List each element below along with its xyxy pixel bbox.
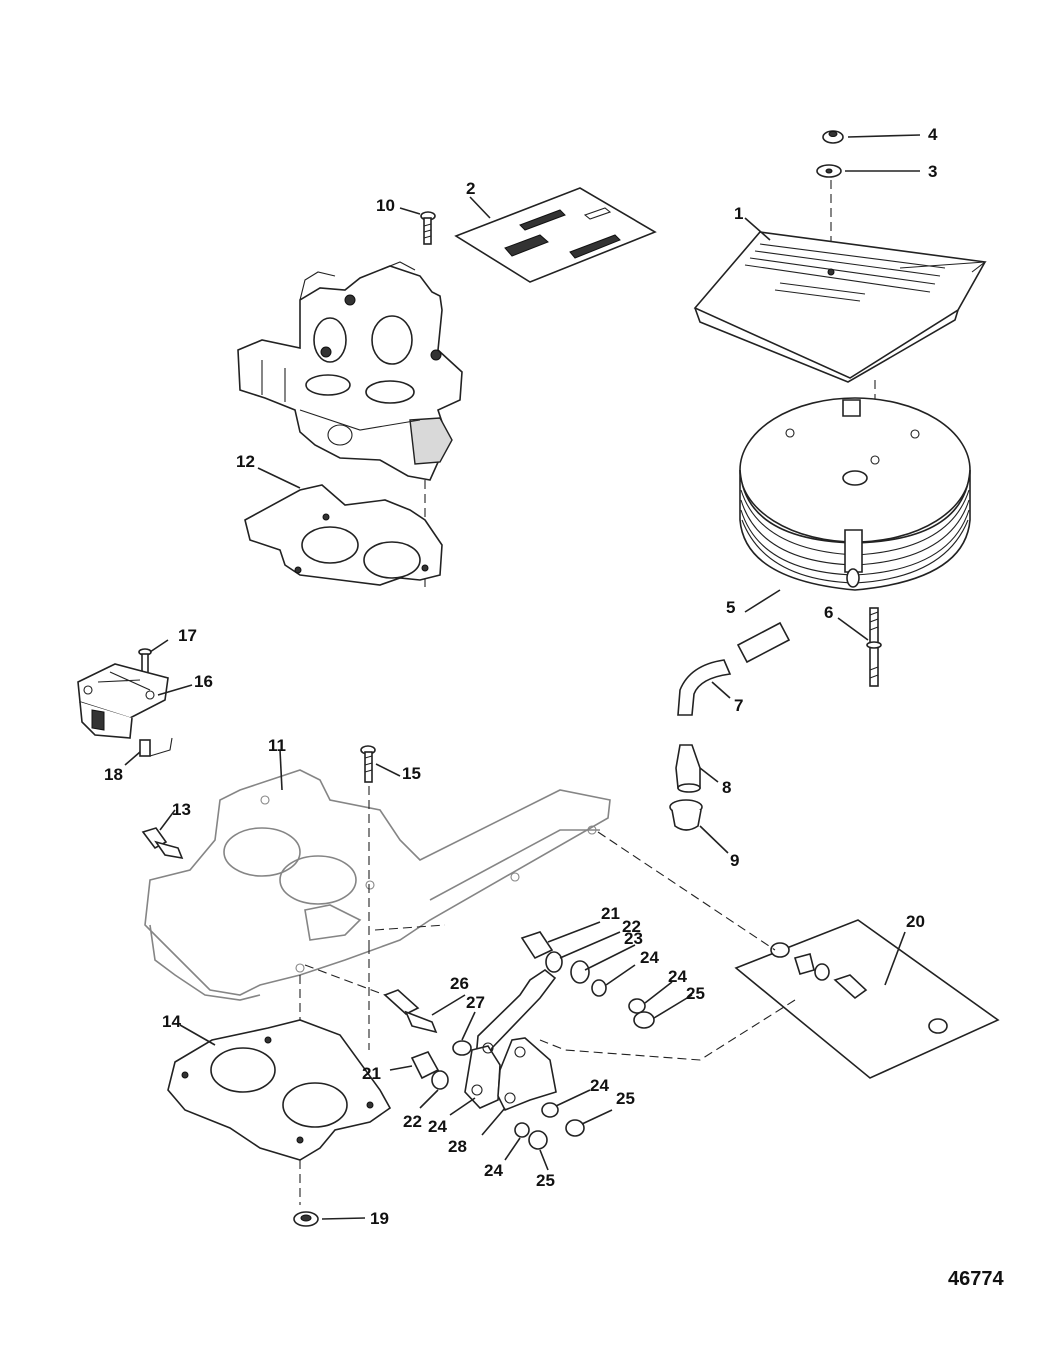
callout-22-lower: 22	[403, 1112, 422, 1131]
callout-18: 18	[104, 765, 123, 784]
callout-11: 11	[268, 736, 286, 755]
callout-24-upper-a: 24	[640, 948, 659, 967]
callout-15: 15	[402, 764, 421, 783]
callout-24-lower-c: 24	[484, 1161, 503, 1180]
control-module-part	[77, 663, 169, 739]
callout-21-lower: 21	[362, 1064, 381, 1083]
callout-27: 27	[466, 993, 485, 1012]
lower-nut-part	[514, 1102, 585, 1150]
callout-7: 7	[734, 696, 744, 715]
decal-part	[454, 187, 657, 283]
callout-22-upper: 22	[622, 917, 641, 936]
callout-6: 6	[824, 603, 834, 622]
callout-2: 2	[466, 179, 476, 198]
callout-28: 28	[448, 1137, 467, 1156]
adapter-plate-part	[144, 769, 611, 1001]
callout-14: 14	[162, 1012, 181, 1031]
callout-25-lower-a: 25	[616, 1089, 635, 1108]
bolt-part	[360, 745, 376, 783]
callout-24-lower-b: 24	[590, 1076, 609, 1095]
washer-part	[816, 164, 842, 178]
screw-part	[420, 211, 436, 245]
fitting-part	[141, 827, 184, 860]
callout-26: 26	[450, 974, 469, 993]
stud-part	[866, 607, 882, 687]
grommet-part	[669, 799, 703, 831]
callout-9: 9	[730, 851, 740, 870]
callout-23: 23	[624, 929, 643, 948]
pcv-valve-part	[675, 744, 701, 793]
callout-19: 19	[370, 1209, 389, 1228]
adapter-gasket-part	[167, 1019, 392, 1161]
throttle-body-part	[237, 261, 463, 481]
callout-25-lower-b: 25	[536, 1171, 555, 1190]
callout-5: 5	[726, 598, 736, 617]
callout-8: 8	[722, 778, 732, 797]
diagram-number: 46774	[948, 1268, 1004, 1290]
callout-13: 13	[172, 800, 191, 819]
parts-kit-card	[734, 919, 1000, 1079]
callout-20: 20	[906, 912, 925, 931]
callout-17: 17	[178, 626, 197, 645]
callout-16: 16	[194, 672, 213, 691]
linkage-lever-part	[464, 969, 557, 1112]
callout-12: 12	[236, 452, 255, 471]
callout-21-upper: 21	[601, 904, 620, 923]
lower-stud-part	[410, 1040, 472, 1090]
linkage-stud-part	[383, 989, 438, 1034]
clip-part	[139, 737, 173, 757]
throttle-body-gasket-part	[244, 484, 443, 586]
upper-nut-part	[628, 998, 655, 1029]
hose-part	[677, 621, 791, 716]
callout-3: 3	[928, 162, 938, 181]
callout-1: 1	[734, 204, 744, 223]
callout-24-lower-a: 24	[428, 1117, 447, 1136]
callout-25-upper: 25	[686, 984, 705, 1003]
air-cleaner-element-part	[739, 397, 971, 591]
bottom-nut-part	[293, 1211, 319, 1227]
callout-24-upper-b: 24	[668, 967, 687, 986]
upper-stud-part	[520, 931, 607, 997]
callout-4: 4	[928, 125, 938, 144]
callout-10: 10	[376, 196, 395, 215]
leader-lines	[124, 134, 921, 1220]
air-cleaner-cover-part	[693, 231, 987, 383]
nut-part	[822, 130, 844, 144]
